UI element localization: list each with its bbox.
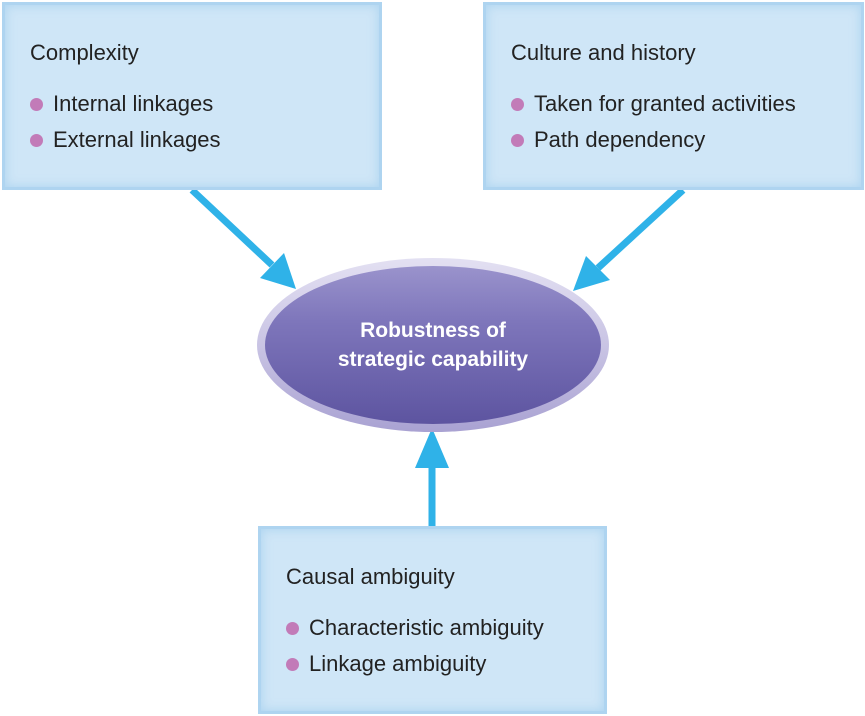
- causal-ambiguity-title: Causal ambiguity: [286, 564, 455, 589]
- bullet-icon: [511, 97, 524, 111]
- causal-ambiguity-list: Characteristic ambiguity Linkage ambigui…: [286, 610, 544, 682]
- bullet-icon: [30, 133, 43, 147]
- complexity-box: Complexity Internal linkages External li…: [2, 2, 382, 190]
- arrow-culture-to-center: [573, 187, 686, 291]
- causal-ambiguity-box: Causal ambiguity Characteristic ambiguit…: [258, 526, 607, 714]
- list-item: Characteristic ambiguity: [286, 610, 544, 646]
- bullet-icon: [511, 133, 524, 147]
- complexity-list: Internal linkages External linkages: [30, 86, 221, 158]
- list-item-label: Path dependency: [534, 127, 706, 152]
- list-item: External linkages: [30, 122, 221, 158]
- culture-history-list: Taken for granted activities Path depend…: [511, 86, 796, 158]
- center-label: Robustness of strategic capability: [268, 316, 598, 374]
- center-ellipse: [257, 258, 609, 432]
- list-item: Internal linkages: [30, 86, 221, 122]
- bullet-icon: [286, 621, 299, 635]
- center-label-line1: Robustness of: [360, 319, 506, 342]
- center-label-line2: strategic capability: [337, 348, 529, 371]
- bullet-icon: [286, 657, 299, 671]
- list-item-label: Characteristic ambiguity: [309, 615, 544, 640]
- list-item: Linkage ambiguity: [286, 646, 544, 682]
- culture-history-box: Culture and history Taken for granted ac…: [483, 2, 864, 190]
- culture-history-title: Culture and history: [511, 40, 696, 65]
- list-item: Path dependency: [511, 122, 796, 158]
- bullet-icon: [30, 97, 43, 111]
- list-item-label: External linkages: [53, 127, 221, 152]
- list-item-label: Internal linkages: [53, 91, 214, 116]
- list-item-label: Taken for granted activities: [534, 91, 796, 116]
- list-item: Taken for granted activities: [511, 86, 796, 122]
- arrow-causal-to-center: [415, 428, 449, 526]
- arrow-complexity-to-center: [189, 187, 296, 289]
- complexity-title: Complexity: [30, 40, 139, 65]
- list-item-label: Linkage ambiguity: [309, 651, 487, 676]
